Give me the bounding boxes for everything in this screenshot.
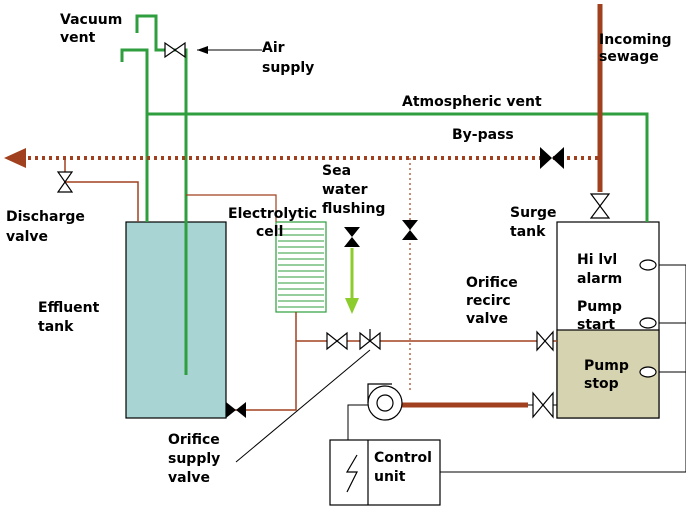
- orifice-supply-leader: [235, 349, 371, 463]
- label-pump-start: Pump start: [577, 299, 627, 333]
- control-wire-levels: [440, 322, 686, 473]
- label-hi-lvl-alarm: Hi lvl alarm: [577, 252, 622, 287]
- gate-valve-icon[interactable]: [359, 329, 381, 351]
- control-wire: [347, 404, 368, 440]
- lightning-icon: [345, 454, 358, 493]
- label-by-pass: By-pass: [452, 127, 514, 143]
- gate-valve-icon[interactable]: [56, 171, 74, 193]
- gate-valve-icon[interactable]: [402, 220, 418, 240]
- label-air-supply: Air supply: [262, 40, 314, 76]
- pump-icon: [367, 383, 403, 421]
- gate-valve-icon[interactable]: [589, 193, 611, 219]
- gate-valve-icon[interactable]: [536, 330, 554, 352]
- gate-valve-icon[interactable]: [344, 227, 360, 247]
- orifice-supply-pipe: [226, 312, 297, 411]
- label-control-unit: Control unit: [374, 450, 437, 485]
- atmospheric-vent-pipe: [120, 48, 649, 222]
- label-surge-tank: Surge tank: [510, 205, 561, 240]
- label-effluent-tank: Effluent tank: [38, 300, 104, 335]
- vacuum-vent-pipe: [135, 14, 188, 375]
- cell-feed-pipe: [186, 194, 277, 222]
- label-orifice-supply-valve: Orifice supply valve: [168, 432, 225, 486]
- electrolytic-cell: [275, 221, 327, 313]
- level-switch-icon: [639, 366, 657, 378]
- level-switch-icon: [639, 317, 657, 329]
- label-incoming-sewage: Incoming sewage: [599, 32, 676, 65]
- gate-valve-icon[interactable]: [326, 331, 348, 351]
- label-electrolytic-cell: Electrolytic cell: [228, 206, 322, 240]
- level-switch-icon: [639, 259, 657, 271]
- gate-valve-icon[interactable]: [532, 391, 554, 419]
- label-sea-water-flushing: Sea water flushing: [322, 163, 385, 217]
- effluent-tank: [125, 221, 227, 419]
- discharge-pipe: [64, 158, 139, 222]
- gate-valve-icon[interactable]: [540, 147, 564, 169]
- discharge-arrow: [4, 148, 26, 168]
- label-atmospheric-vent: Atmospheric vent: [402, 94, 542, 110]
- label-orifice-recirc-valve: Orifice recirc valve: [466, 275, 523, 327]
- gate-valve-icon[interactable]: [164, 41, 186, 59]
- label-pump-stop: Pump stop: [584, 358, 634, 392]
- sea-water-arrow: [345, 298, 359, 314]
- gate-valve-icon[interactable]: [226, 402, 246, 418]
- label-vacuum-vent: Vacuum vent: [60, 12, 127, 46]
- air-supply-arrow: [197, 46, 208, 54]
- label-discharge-valve: Discharge valve: [6, 209, 90, 245]
